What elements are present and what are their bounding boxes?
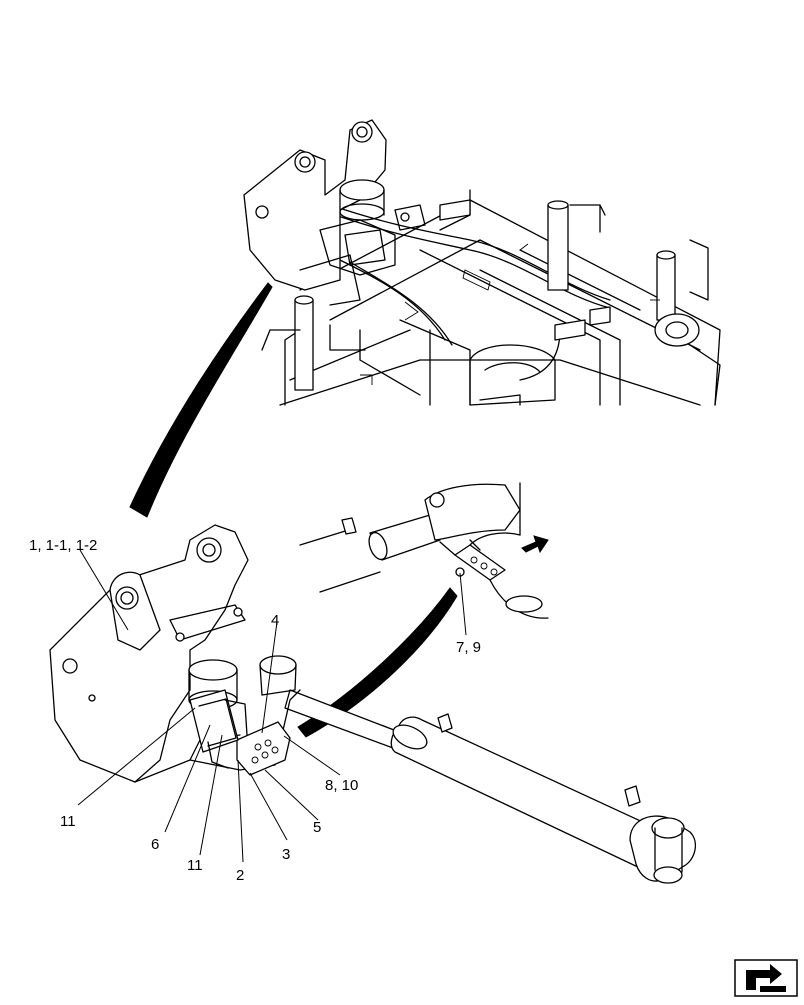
callout-6: 6 xyxy=(151,836,159,853)
leader-lines xyxy=(77,549,467,863)
callout-5: 5 xyxy=(313,819,321,836)
callout-3: 3 xyxy=(282,846,290,863)
cylinder-assembly xyxy=(284,689,697,884)
callout-1-1-1-1-2: 1, 1-1, 1-2 xyxy=(29,537,97,554)
callout-7-9: 7, 9 xyxy=(456,639,481,656)
overview-swing-bracket xyxy=(243,119,426,306)
page-navigation-icon[interactable] xyxy=(734,959,798,997)
callout-11-lower: 11 xyxy=(187,857,203,874)
callout-8-10: 8, 10 xyxy=(325,777,358,794)
callout-2: 2 xyxy=(236,867,244,884)
direction-arrow-icon xyxy=(521,535,549,554)
callout-11: 11 xyxy=(60,813,76,830)
overview-machine-frame xyxy=(261,189,721,406)
callout-4: 4 xyxy=(271,612,279,629)
swing-bracket xyxy=(49,524,301,783)
detail-inset xyxy=(299,482,549,619)
detail-pointer-arrow xyxy=(129,282,273,518)
detail-pointer-arrow-2 xyxy=(297,587,458,738)
